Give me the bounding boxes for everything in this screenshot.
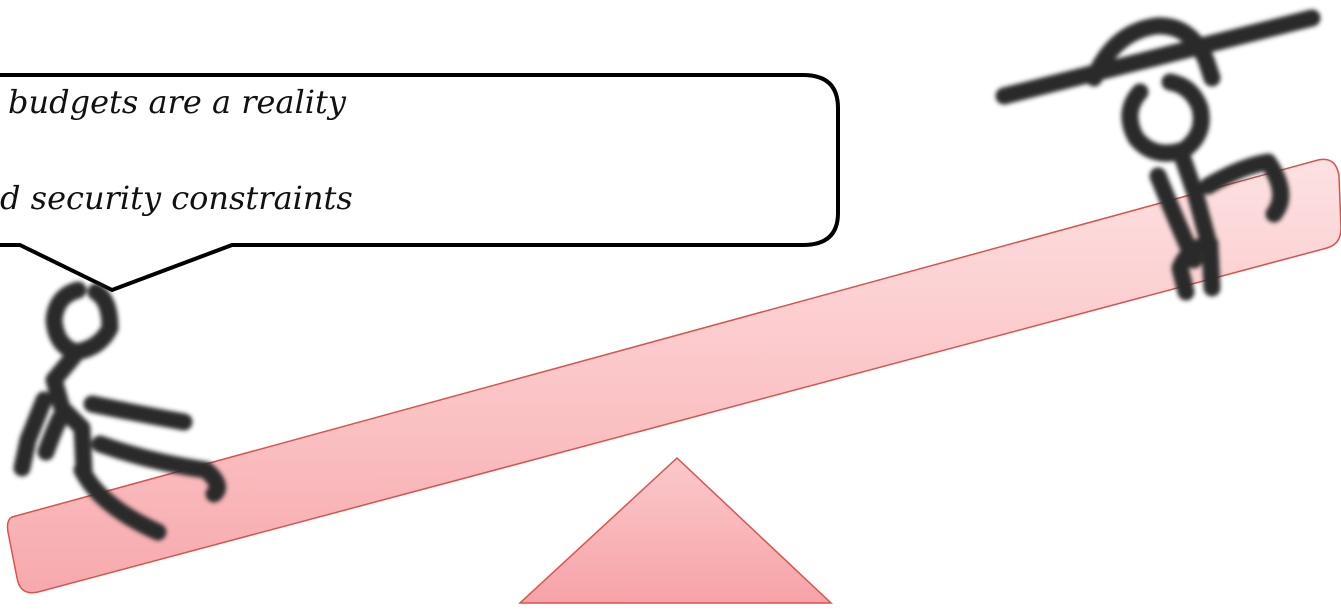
left-figure-back-arm: [46, 418, 60, 452]
right-figure-head: [1130, 82, 1201, 153]
speech-line-2: d security constraints: [0, 182, 353, 214]
left-figure-arm: [92, 404, 184, 422]
left-figure-head: [54, 290, 110, 352]
speech-line-1: budgets are a reality: [8, 86, 346, 118]
seesaw-fulcrum: [520, 458, 831, 603]
